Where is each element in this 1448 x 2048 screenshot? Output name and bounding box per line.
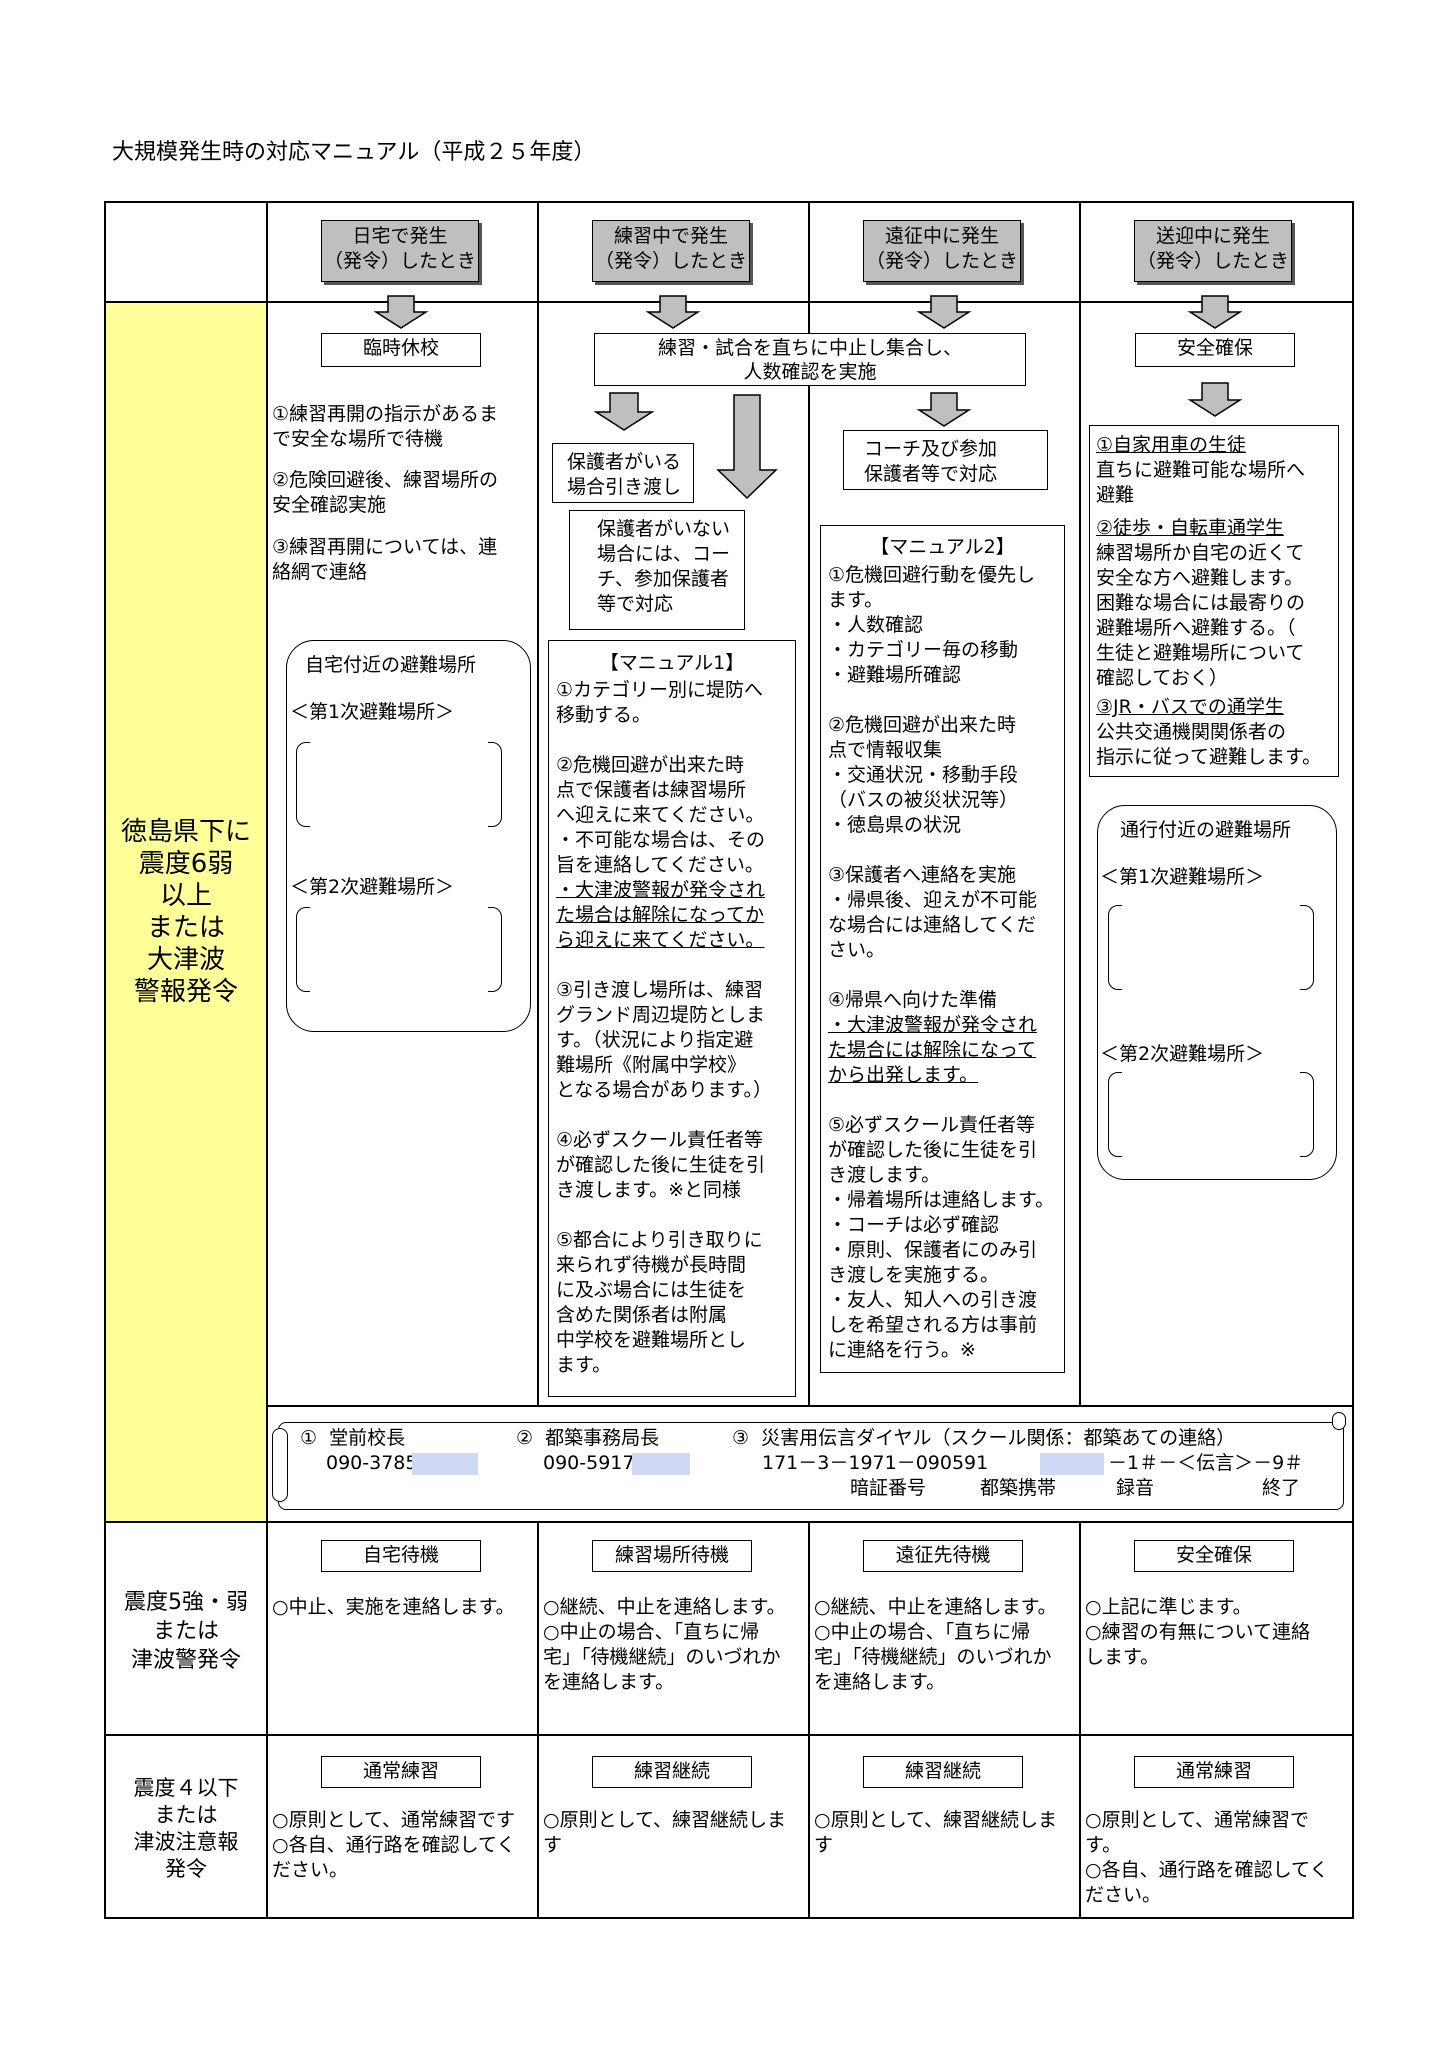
scroll-curl-right — [1332, 1412, 1346, 1430]
box-stay-away-site: 遠征先待機 — [863, 1540, 1023, 1572]
commute-walk-heading: ②徒歩・自転車通学生 — [1096, 517, 1285, 539]
contact-1-tel: 090-3785- — [326, 1452, 425, 1474]
arrow-down-icon — [645, 295, 701, 329]
level1-label: 徳島県下に 震度6弱 以上 または 大津波 警報発令 — [120, 817, 251, 1007]
document-title: 大規模発生時の対応マニュアル（平成２５年度） — [112, 140, 596, 165]
shelter-home-title: 自宅付近の避難場所 — [305, 654, 477, 676]
contact-3-record: 録音 — [1116, 1477, 1155, 1499]
level2-label: 震度5強・弱 または 津波警発令 — [124, 1590, 248, 1673]
level2-commute-text: ○上記に準じます。 ○練習の有無について連絡 します。 — [1085, 1596, 1311, 1668]
box-normal-practice: 通常練習 — [321, 1756, 481, 1788]
contact-2-tel: 090-5917- — [543, 1452, 642, 1474]
col1-item-3: ③練習再開については、連 絡網で連絡 — [272, 536, 498, 583]
box-secure-safety-2: 安全確保 — [1134, 1540, 1294, 1572]
contact-3-end: 終了 — [1262, 1477, 1301, 1499]
manual-1-text-b: ③引き渡し場所は、練習 グランド周辺堤防としま す。（状況により指定避 難場所《… — [556, 979, 773, 1376]
shelter-box-route — [1097, 805, 1337, 1180]
box-stop-and-gather: 練習・試合を直ちに中止し集合し、 人数確認を実施 — [594, 333, 1026, 386]
box-guardian-absent: 保護者がいない 場合には、コー チ、参加保護者 等で対応 — [569, 510, 745, 630]
flow-arrows — [373, 295, 1243, 500]
commute-train-text: 公共交通機関関係者の 指示に従って避難します。 — [1096, 721, 1322, 768]
header-commute: 送迎中に発生 （発令）したとき — [1134, 220, 1292, 282]
box-coach-response: コーチ及び参加 保護者等で対応 — [843, 430, 1048, 490]
level1-label-cell — [106, 303, 266, 1521]
header-home: 日宅で発生 （発令）したとき — [321, 220, 479, 282]
manual-1-box — [548, 640, 796, 1397]
shelter-route-second: ＜第2次避難場所＞ — [1100, 1043, 1265, 1065]
masked-number — [632, 1453, 690, 1475]
level2-practice-text: ○継続、中止を連絡します。 ○中止の場合、「直ちに帰 宅」「待機継続」のいづれか… — [543, 1596, 786, 1693]
masked-number — [1040, 1453, 1104, 1475]
shelter-route-title: 通行付近の避難場所 — [1120, 819, 1292, 841]
scroll-curl-left — [272, 1428, 288, 1502]
manual-2-box — [820, 525, 1065, 1373]
contact-3-name: ③ 災害用伝言ダイヤル（スクール関係：都築あての連絡） — [732, 1427, 1236, 1449]
level3-home-text: ○原則として、通常練習です ○各自、通行路を確認してく ださい。 — [272, 1809, 516, 1881]
shelter-home-first: ＜第1次避難場所＞ — [290, 701, 455, 723]
commute-car-text: 直ちに避難可能な場所へ 避難 — [1096, 459, 1306, 506]
col1-item-2: ②危険回避後、練習場所の 安全確認実施 — [272, 469, 499, 516]
box-stay-home: 自宅待機 — [321, 1540, 481, 1572]
manual-2-text-a: ①危機回避行動を優先し ます。 ・人数確認 ・カテゴリー毎の移動 ・避難場所確認… — [828, 564, 1038, 1011]
contact-2-name: ② 都築事務局長 — [516, 1427, 660, 1449]
header-practice: 練習中で発生 （発令）したとき — [592, 220, 750, 282]
level3-label: 震度４以下 または 津波注意報 発令 — [133, 1776, 239, 1881]
commute-guidance-box — [1089, 425, 1339, 777]
box-continue-practice-2: 練習継続 — [863, 1756, 1023, 1788]
contact-3-phone: 都築携帯 — [980, 1477, 1057, 1499]
level2-away-text: ○継続、中止を連絡します。 ○中止の場合、「直ちに帰 宅」「待機継続」のいづれか… — [814, 1596, 1057, 1693]
level3-away-text: ○原則として、練習継続しま す — [814, 1809, 1058, 1856]
box-guardian-present: 保護者がいる 場合引き渡し — [552, 443, 694, 503]
arrow-down-icon — [1187, 295, 1243, 329]
shelter-route-first: ＜第1次避難場所＞ — [1100, 866, 1265, 888]
header-away: 遠征中に発生 （発令）したとき — [863, 220, 1021, 282]
manual-2-text-underlined: ・大津波警報が発令され た場合には解除になって から出発します。 — [828, 1014, 1038, 1086]
arrow-down-icon — [373, 295, 429, 329]
contact-3-sequence-a: 171－3－1971－090591 — [762, 1452, 989, 1474]
box-temporary-closure: 臨時休校 — [321, 333, 481, 367]
contact-1-name: ① 堂前校長 — [300, 1427, 406, 1449]
contact-3-sequence-b: －1＃－＜伝言＞－9＃ — [1108, 1452, 1304, 1474]
manual-1-title: 【マニュアル1】 — [599, 652, 745, 674]
shelter-home-second: ＜第2次避難場所＞ — [290, 876, 455, 898]
manual-1-text-underlined: ・大津波警報が発令され た場合は解除になってか ら迎えに来てください。 — [556, 879, 766, 951]
level3-practice-text: ○原則として、練習継続しま す — [543, 1809, 787, 1856]
level3-commute-text: ○原則として、通常練習で す。 ○各自、通行路を確認してく ださい。 — [1085, 1809, 1329, 1906]
box-secure-safety: 安全確保 — [1135, 333, 1295, 367]
shelter-box-home — [286, 640, 531, 1032]
level2-home-text: ○中止、実施を連絡します。 — [272, 1596, 515, 1618]
box-stay-practice-site: 練習場所待機 — [592, 1540, 752, 1572]
manual-2-title: 【マニュアル2】 — [870, 536, 1015, 558]
commute-car-heading: ①自家用車の生徒 — [1096, 434, 1247, 456]
box-continue-practice: 練習継続 — [592, 1756, 752, 1788]
col1-item-1: ①練習再開の指示があるま で安全な場所で待機 — [272, 403, 499, 450]
commute-train-heading: ③JR・バスでの通学生 — [1096, 696, 1284, 718]
arrow-down-icon — [916, 295, 972, 329]
arrow-down-icon — [1187, 382, 1243, 417]
arrow-down-icon — [593, 392, 655, 431]
manual-2-text-b: ⑤必ずスクール責任者等 が確認した後に生徒を引 き渡します。 ・帰着場所は連絡し… — [828, 1114, 1055, 1361]
contact-3-pin: 暗証番号 — [850, 1477, 927, 1499]
arrow-down-icon — [916, 392, 972, 427]
arrow-down-icon — [716, 394, 778, 500]
commute-walk-text: 練習場所か自宅の近くて 安全な方へ避難します。 困難な場合には最寄りの 避難場所… — [1096, 542, 1306, 689]
box-normal-practice-2: 通常練習 — [1134, 1756, 1294, 1788]
manual-1-text-a: ①カテゴリー別に堤防へ 移動する。 ②危機回避が出来た時 点で保護者は練習場所 … — [556, 679, 766, 876]
masked-number — [412, 1453, 478, 1475]
